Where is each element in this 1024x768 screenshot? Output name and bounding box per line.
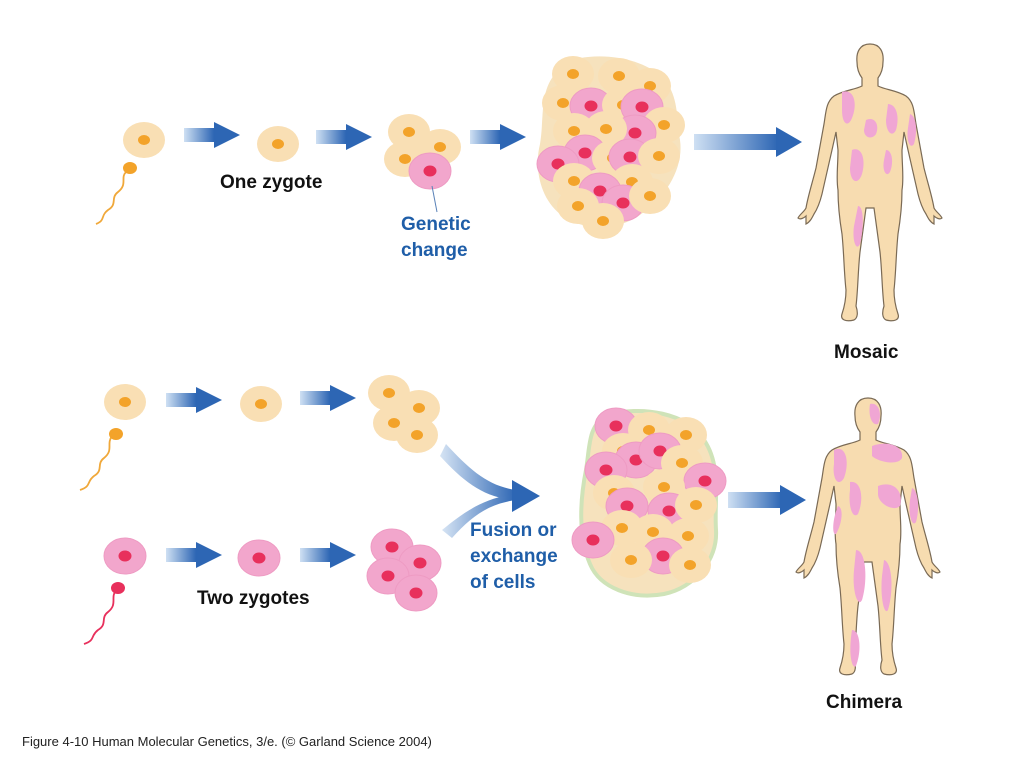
label-mosaic: Mosaic: [834, 342, 899, 363]
early-embryo-bottom-2: [366, 528, 442, 612]
zygote-cell-bottom-2: [237, 539, 281, 577]
label-chimera: Chimera: [826, 692, 903, 713]
sperm-tail-bottom-2: [83, 589, 117, 645]
bottom-row: [79, 375, 941, 676]
arrow-4-top: [694, 134, 778, 150]
arrow-1-top-head: [214, 122, 240, 148]
egg-cell-bottom-2: [103, 537, 147, 575]
figure-caption: Figure 4-10 Human Molecular Genetics, 3/…: [22, 734, 432, 749]
arrow-4-top-head: [776, 127, 802, 157]
sperm-tail-top: [95, 171, 127, 225]
sperm-tail-bottom-1: [79, 435, 113, 491]
arrow-1-top: [184, 128, 214, 142]
early-embryo-bottom-1: [368, 375, 440, 453]
mosaic-human-figure: [797, 43, 943, 322]
arrow-3-top-head: [500, 124, 526, 150]
label-two-zygotes: Two zygotes: [197, 588, 310, 609]
label-one-zygote: One zygote: [220, 172, 323, 193]
cell-mass-mosaic: [536, 56, 685, 239]
early-embryo-top: [384, 114, 461, 190]
zygote-cell-bottom-1: [240, 386, 282, 422]
sperm-head-bottom-1: [109, 428, 123, 440]
label-genetic-change-line1: Genetic: [401, 214, 471, 235]
arrow-2-bottom-a: [300, 391, 330, 405]
curved-arrow-head: [512, 480, 540, 512]
sperm-head-bottom-2: [111, 582, 125, 594]
sperm-head-top: [123, 162, 137, 174]
arrow-4-bottom-head: [780, 485, 806, 515]
arrow-2-bottom-a-head: [330, 385, 356, 411]
cell-mass-chimera: [571, 407, 727, 598]
arrow-1-bottom-b-head: [196, 542, 222, 568]
arrow-2-bottom-b: [300, 548, 330, 562]
egg-cell-top: [123, 122, 165, 158]
label-fusion-line1: Fusion or: [470, 520, 557, 541]
arrow-4-bottom: [728, 492, 782, 508]
arrow-1-bottom-a: [166, 393, 196, 407]
zygote-cell-top: [257, 126, 299, 162]
arrow-2-top: [316, 130, 346, 144]
egg-cell-bottom-1: [104, 384, 146, 420]
arrow-3-top: [470, 130, 500, 144]
label-genetic-change-line2: change: [401, 240, 468, 261]
arrow-1-bottom-a-head: [196, 387, 222, 413]
chimera-human-figure: [795, 397, 941, 676]
label-fusion-line2: exchange: [470, 546, 558, 567]
curved-arrow-lower: [442, 494, 516, 538]
label-fusion-line3: of cells: [470, 572, 536, 593]
genetic-change-pointer: [431, 185, 438, 213]
top-row: [95, 43, 943, 322]
arrow-2-bottom-b-head: [330, 542, 356, 568]
curved-arrow-upper: [440, 444, 516, 500]
arrow-2-top-head: [346, 124, 372, 150]
arrow-1-bottom-b: [166, 548, 196, 562]
